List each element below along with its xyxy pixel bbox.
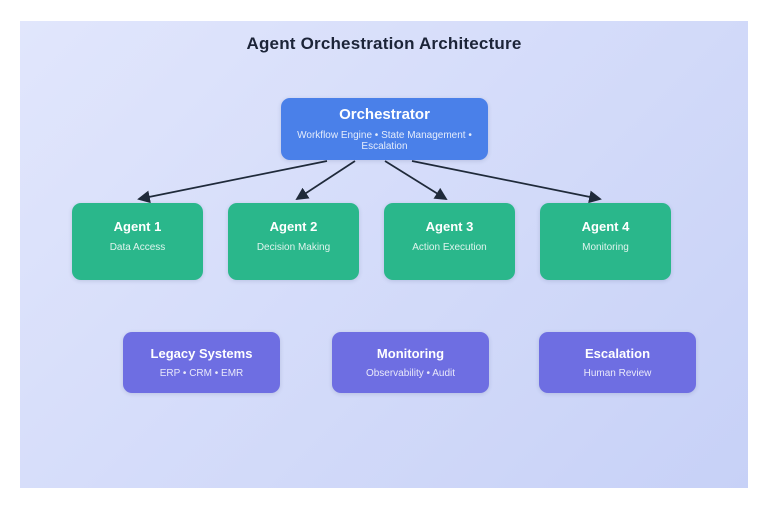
agent-3-title: Agent 3 [425, 219, 474, 234]
orchestrator-node: Orchestrator Workflow Engine • State Man… [281, 98, 488, 160]
agent-1-node: Agent 1 Data Access [72, 203, 203, 280]
agent-2-subtitle: Decision Making [256, 242, 331, 253]
monitoring-node: Monitoring Observability • Audit [332, 332, 489, 393]
agent-1-title: Agent 1 [113, 219, 162, 234]
page-title: Agent Orchestration Architecture [246, 34, 522, 53]
orchestrator-subtitle: Workflow Engine • State Management • Esc… [297, 130, 472, 152]
monitoring-subtitle: Observability • Audit [365, 368, 456, 379]
escalation-subtitle: Human Review [583, 368, 652, 379]
legacy-systems-title: Legacy Systems [150, 346, 253, 361]
agent-2-node: Agent 2 Decision Making [228, 203, 359, 280]
legacy-systems-subtitle: ERP • CRM • EMR [159, 368, 244, 379]
agent-4-node: Agent 4 Monitoring [540, 203, 671, 280]
agent-1-subtitle: Data Access [109, 242, 166, 253]
agent-4-title: Agent 4 [581, 219, 630, 234]
orchestrator-title: Orchestrator [339, 106, 430, 123]
agent-2-title: Agent 2 [269, 219, 318, 234]
agent-3-subtitle: Action Execution [412, 242, 487, 253]
agent-4-subtitle: Monitoring [582, 242, 629, 253]
agent-3-node: Agent 3 Action Execution [384, 203, 515, 280]
escalation-title: Escalation [584, 346, 651, 361]
legacy-systems-node: Legacy Systems ERP • CRM • EMR [123, 332, 280, 393]
monitoring-title: Monitoring [376, 346, 445, 361]
escalation-node: Escalation Human Review [539, 332, 696, 393]
